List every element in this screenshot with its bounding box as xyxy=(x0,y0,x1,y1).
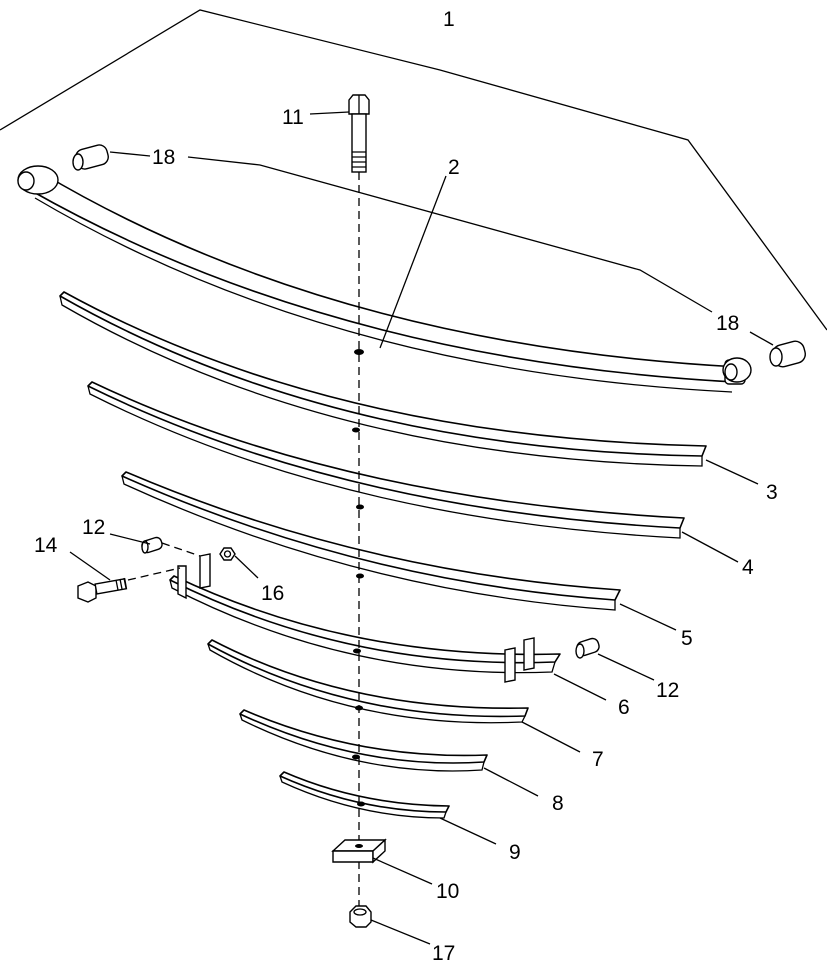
leaf-9 xyxy=(279,771,450,819)
spacer-plate xyxy=(331,838,387,864)
clip-bolt xyxy=(77,577,128,603)
leaf-6 xyxy=(169,553,561,683)
clip-spacer-right xyxy=(575,637,600,659)
callout-10: 10 xyxy=(436,880,459,903)
callout-16: 16 xyxy=(261,582,284,605)
leaf-3 xyxy=(59,291,707,467)
callout-8: 8 xyxy=(552,792,564,815)
callout-2: 2 xyxy=(448,156,460,179)
callout-1: 1 xyxy=(443,8,455,31)
leaf-5 xyxy=(121,471,621,611)
main-leaf xyxy=(17,165,752,393)
callout-17: 17 xyxy=(432,942,455,965)
leader-18-long xyxy=(187,156,713,313)
callout-6: 6 xyxy=(618,696,630,719)
leader-lines xyxy=(69,111,774,945)
callout-4: 4 xyxy=(742,556,754,579)
clip-spacer-left xyxy=(141,536,163,554)
callout-9: 9 xyxy=(509,841,521,864)
callout-3: 3 xyxy=(766,481,778,504)
callout-11: 11 xyxy=(282,106,304,129)
nut xyxy=(349,905,372,928)
clip-nut xyxy=(219,547,236,561)
assembly-bracket-line xyxy=(0,9,827,331)
callout-12-left: 12 xyxy=(82,516,105,539)
callout-14: 14 xyxy=(34,534,58,557)
callout-18-right: 18 xyxy=(716,312,739,335)
bushing-18-right xyxy=(769,340,806,368)
leaf-4 xyxy=(87,381,685,539)
callout-12-right: 12 xyxy=(656,679,679,702)
center-bolt xyxy=(348,94,370,173)
center-holes xyxy=(352,349,365,807)
callout-7: 7 xyxy=(592,748,604,771)
callout-5: 5 xyxy=(681,627,693,650)
callout-18-left: 18 xyxy=(152,146,175,169)
bushing-18-left xyxy=(72,144,109,171)
clip-spacer-axis xyxy=(161,542,201,557)
leaf-8 xyxy=(239,709,488,772)
clip-bolt-axis xyxy=(127,567,181,581)
